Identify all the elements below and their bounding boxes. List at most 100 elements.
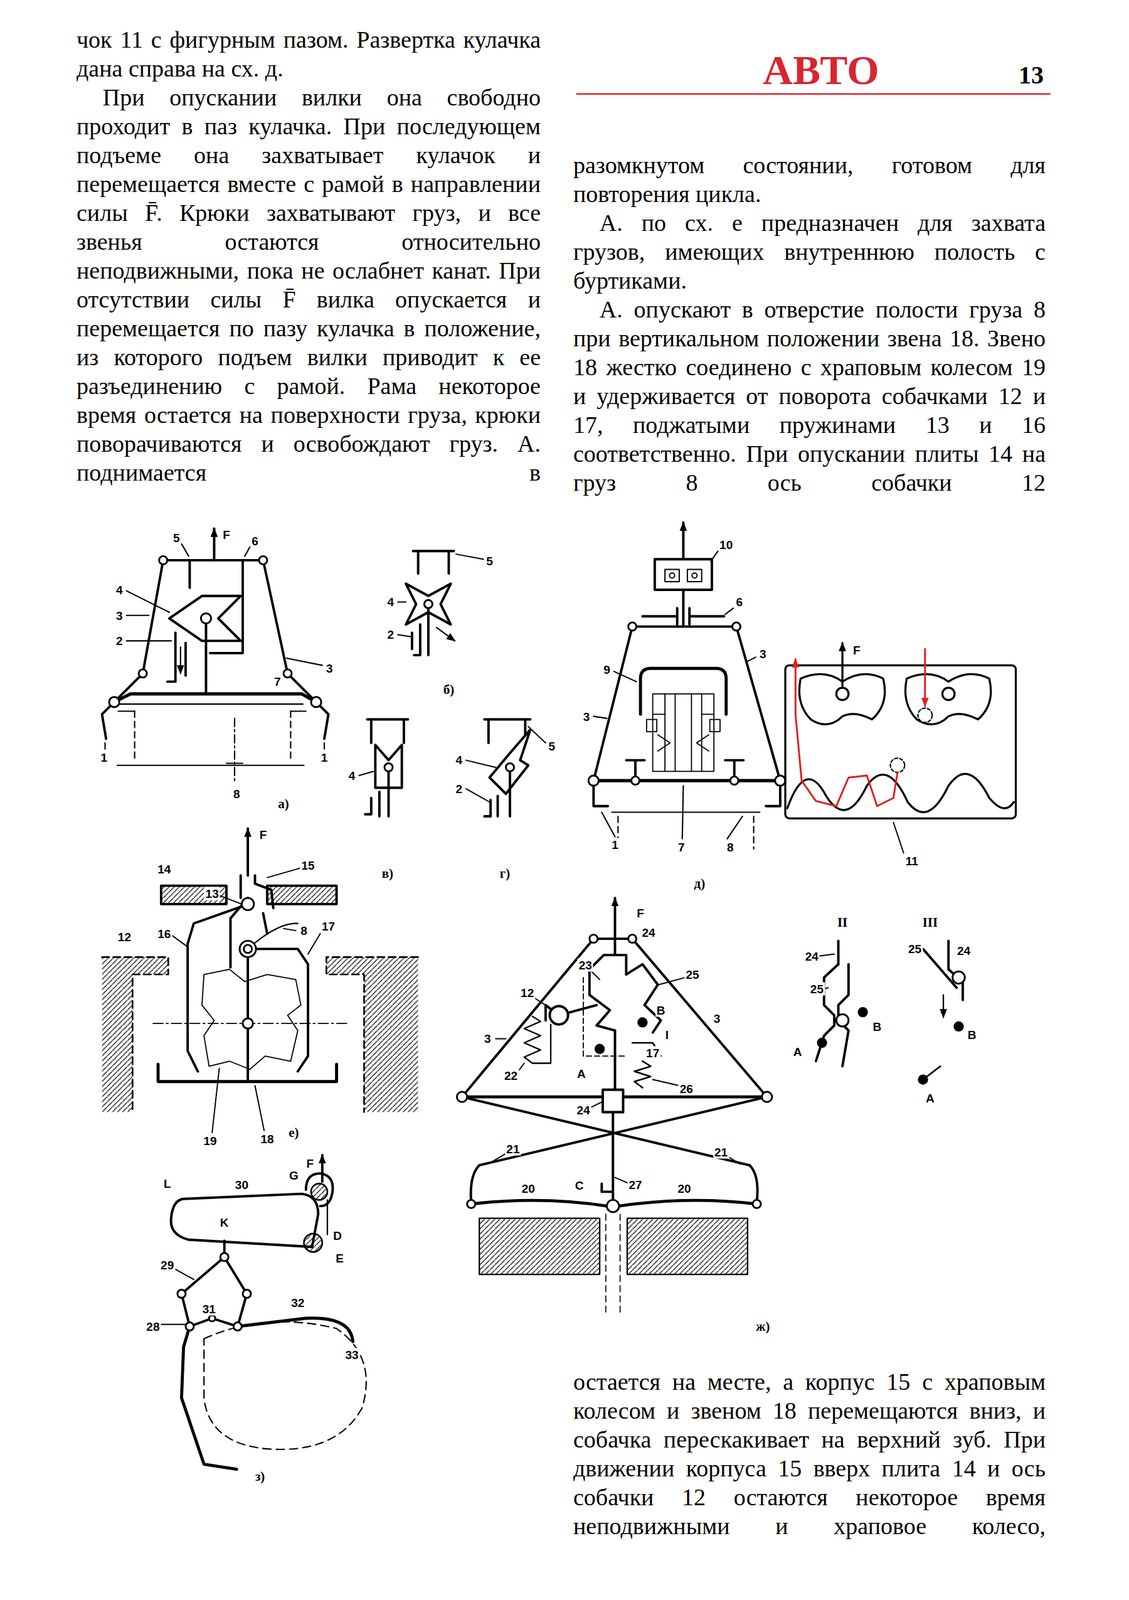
mechanism-g	[466, 719, 546, 817]
cam-development-part	[787, 773, 1014, 812]
figure-label: ж)	[754, 1318, 771, 1333]
mechanism-z-part	[203, 1321, 367, 1449]
detail-views-part	[952, 970, 966, 984]
mechanism-g-part	[508, 770, 512, 817]
mechanism-a-part	[134, 711, 292, 762]
callout-number: 33	[343, 1347, 360, 1362]
mechanism-zh-part	[606, 1199, 620, 1212]
callout-number: 4	[386, 595, 396, 609]
callout-number: 4	[114, 582, 125, 596]
mechanism-d-part	[593, 779, 781, 783]
mechanism-zh-part	[589, 934, 598, 943]
mechanism-b	[397, 550, 484, 655]
mechanism-z-part	[181, 1325, 237, 1469]
detail-views-part	[816, 1037, 827, 1048]
mechanism-a-part	[167, 632, 176, 682]
callout-number: 25	[684, 967, 701, 981]
callout-number: 7	[676, 839, 687, 854]
callout-number: 3	[114, 608, 125, 622]
mechanism-d-part	[681, 589, 685, 627]
mechanism-z-part	[220, 1252, 229, 1261]
mechanism-a-part	[104, 543, 325, 782]
mechanism-e-part	[242, 1017, 253, 1029]
mechanism-a-part	[184, 642, 187, 676]
figure-label: г)	[498, 865, 512, 880]
callout-number: 22	[503, 1068, 519, 1082]
mechanism-e-part	[158, 1063, 337, 1082]
detail-views-part	[923, 1065, 941, 1079]
callout-number: C	[573, 1178, 586, 1192]
callout-number: 24	[955, 943, 972, 958]
mechanism-zh-part	[456, 1091, 467, 1102]
cam-development-part	[841, 642, 843, 689]
callout-number: K	[218, 1215, 231, 1229]
mechanism-d-part	[593, 626, 781, 781]
callout-number: 2	[454, 781, 464, 795]
mechanism-d-part	[632, 625, 737, 628]
mechanism-a-part	[114, 560, 164, 702]
mechanism-z-part	[177, 1252, 251, 1331]
mechanism-e-part	[246, 828, 250, 876]
mechanism-g-part	[506, 762, 515, 771]
cam-development-part	[890, 757, 906, 773]
mechanism-a-part	[311, 696, 322, 707]
mechanism-zh-part	[524, 1016, 551, 1064]
mechanism-z-part	[233, 1322, 242, 1331]
callout-number: 4	[347, 768, 357, 782]
mechanism-a-part	[180, 646, 182, 674]
callout-number: 10	[718, 538, 734, 552]
callout-number: 3	[482, 1031, 493, 1045]
callout-number: 26	[678, 1081, 695, 1096]
callout-number: 23	[577, 958, 594, 972]
callout-number: 3	[324, 661, 335, 675]
cam-development-part	[795, 659, 898, 806]
callout-number: L	[162, 1176, 173, 1190]
mechanism-e-part	[267, 885, 337, 904]
callout-number: 20	[676, 1181, 693, 1195]
mechanism-d-part	[687, 569, 702, 583]
mechanism-d-part	[664, 569, 680, 583]
mechanism-v	[358, 719, 408, 817]
mechanism-zh-part	[614, 938, 617, 1090]
mechanism-zh-part	[752, 1199, 761, 1208]
mechanism-zh	[456, 897, 772, 1316]
mechanism-e-part	[161, 885, 227, 904]
mechanism-g-part	[496, 795, 500, 817]
cam-development-part	[923, 648, 926, 706]
mechanism-v-part	[366, 719, 408, 743]
mechanism-zh-part	[549, 1005, 568, 1024]
callout-number: D	[331, 1228, 344, 1242]
mechanism-b-part	[413, 624, 421, 655]
callout-number: A	[575, 1066, 588, 1080]
mechanism-b-part	[397, 553, 484, 637]
body-text: А. опускают в отверстие полости груза 8 …	[573, 294, 1046, 497]
callout-number: 12	[116, 929, 133, 943]
callout-number: 29	[159, 1258, 175, 1272]
mechanism-a-part	[233, 718, 236, 782]
figure-label: б)	[442, 682, 456, 697]
callout-number: 17	[320, 919, 337, 933]
callout-number: 17	[644, 1046, 661, 1060]
mechanism-z-part	[185, 1322, 194, 1331]
callout-number: 18	[259, 1131, 275, 1145]
mechanism-zh-part	[625, 964, 661, 1033]
callout-number: 5	[171, 530, 182, 544]
mechanism-d-part	[631, 776, 640, 785]
callout-number: 24	[641, 925, 657, 939]
mechanism-d-part	[646, 719, 657, 732]
mechanism-b-part	[436, 627, 455, 641]
mechanism-z-part	[161, 1268, 194, 1325]
callout-number: 1	[99, 750, 110, 764]
mechanism-d	[588, 522, 786, 849]
mechanism-d-part	[593, 550, 760, 849]
mechanism-zh-part	[602, 1089, 624, 1113]
mechanism-zh-part	[762, 1091, 773, 1102]
mechanism-a-part	[109, 696, 120, 707]
mechanism-d-part	[681, 522, 685, 560]
callout-number: 8	[232, 787, 242, 801]
figure-label: з)	[254, 1468, 266, 1483]
mechanism-z-part	[304, 1233, 323, 1252]
mechanism-zh-part	[627, 1218, 748, 1274]
callout-number: 13	[204, 886, 221, 901]
mechanism-a-part	[114, 693, 317, 702]
